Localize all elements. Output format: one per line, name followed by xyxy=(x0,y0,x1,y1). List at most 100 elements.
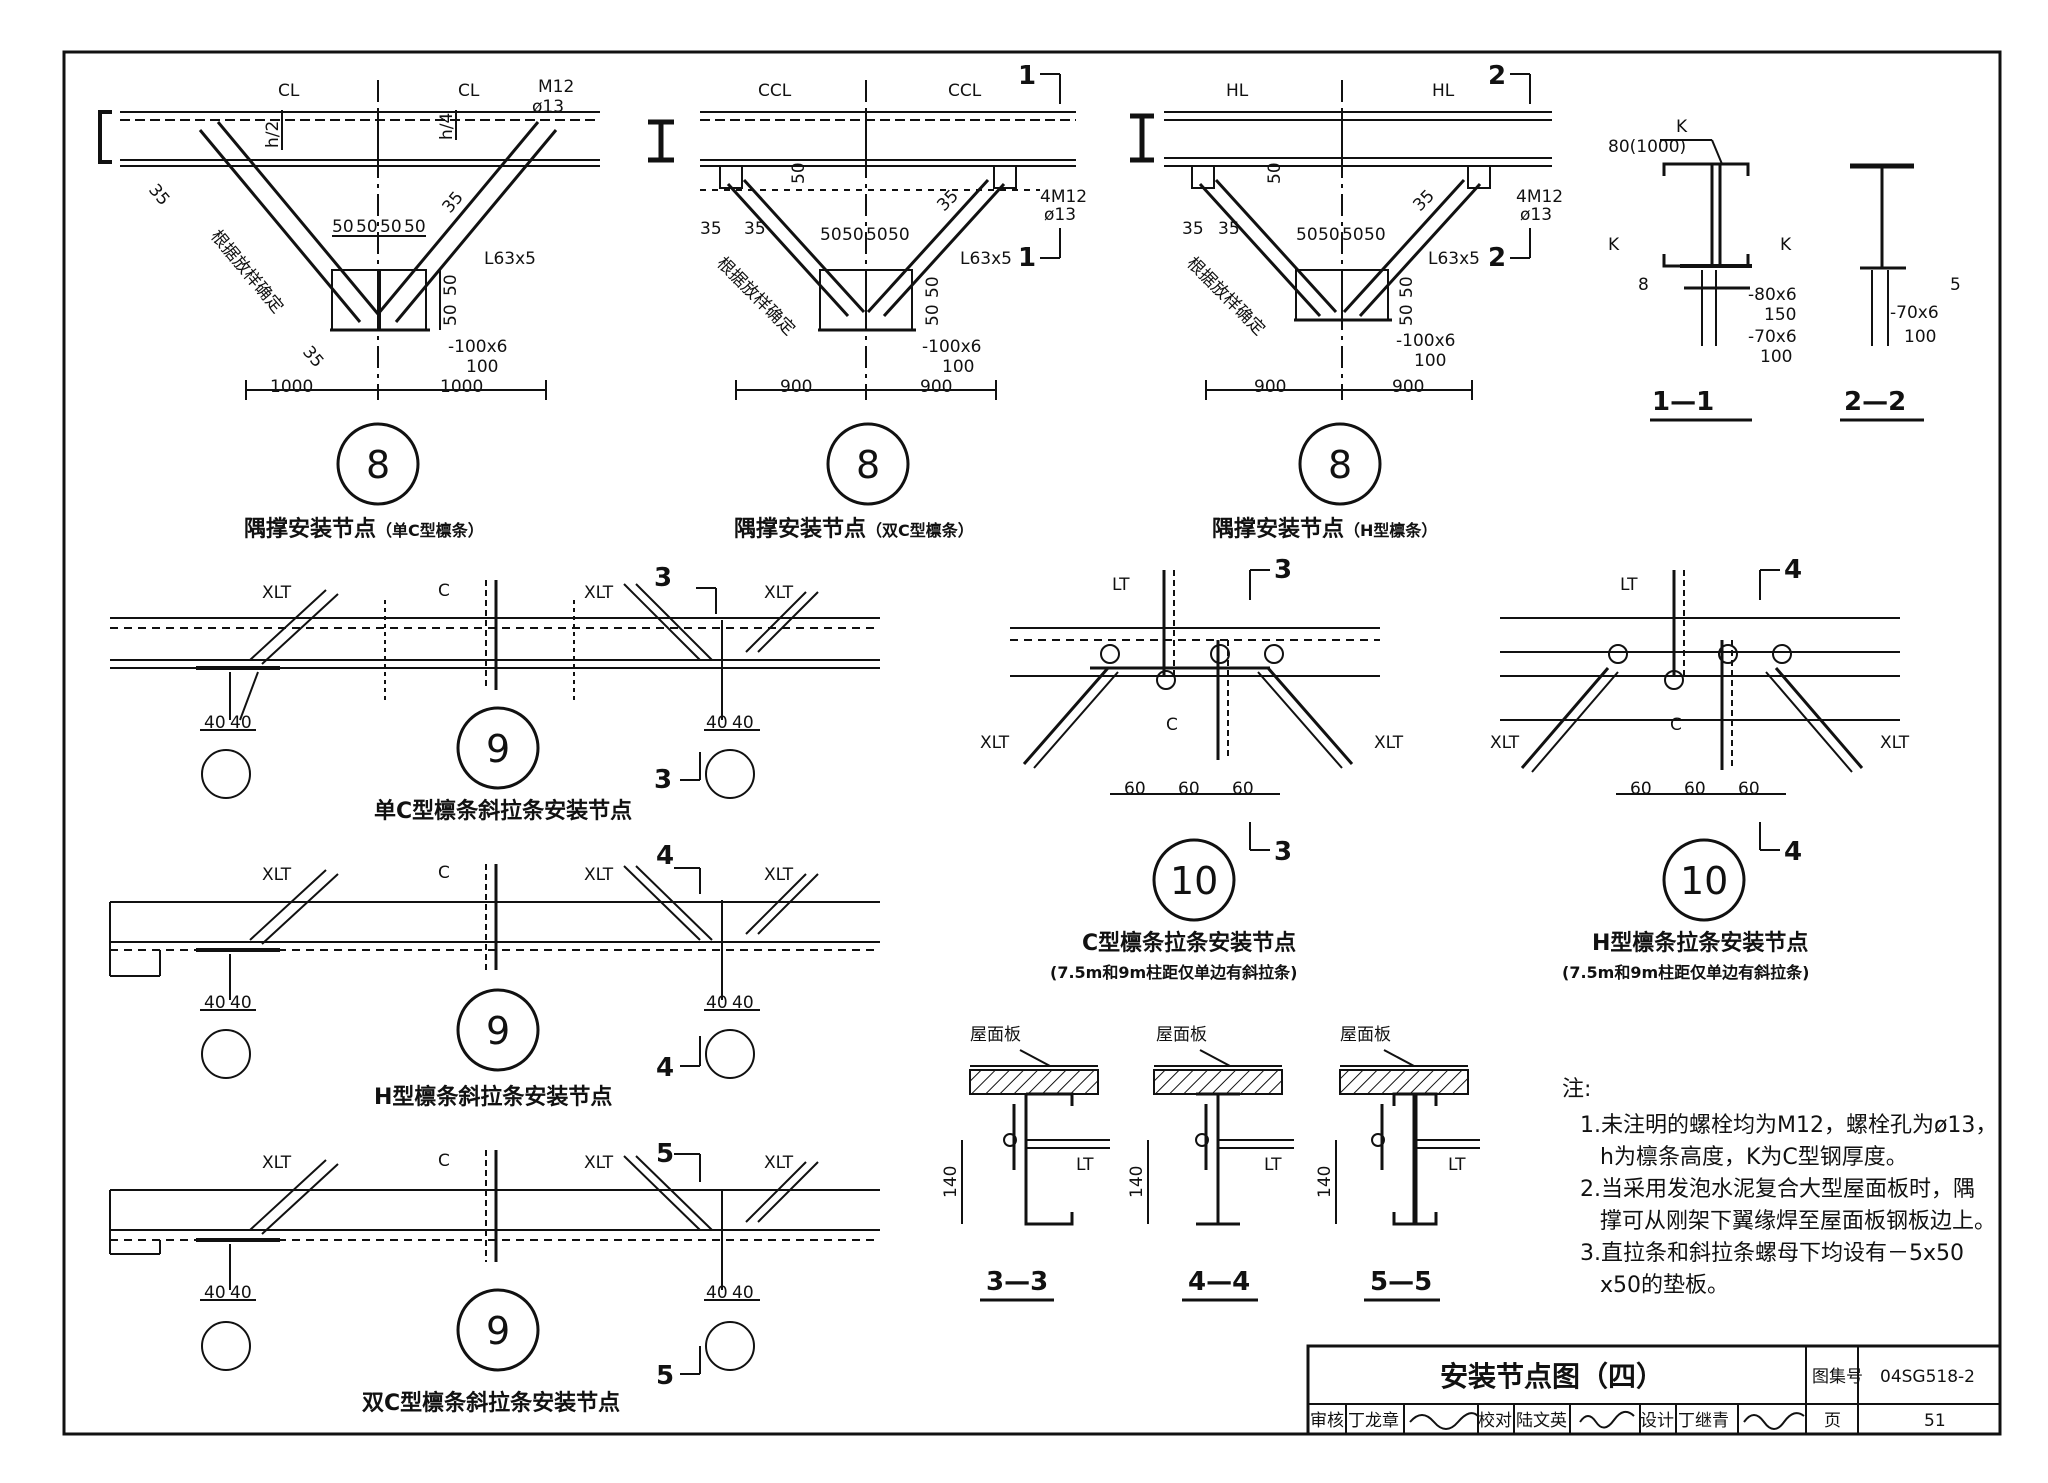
d8a-plate: -100x6 xyxy=(448,337,507,357)
d8c-spacing-1: 50 xyxy=(1296,225,1318,245)
section-5-5 xyxy=(1335,1049,1480,1226)
notes-line-6: x50的垫板。 xyxy=(1600,1273,1729,1298)
s11-plate1-len: 150 xyxy=(1764,305,1796,325)
d8b-spacing-4: 50 xyxy=(888,225,910,245)
d9a-xlt-1: XLT xyxy=(262,583,292,603)
d9b-xlt-2: XLT xyxy=(584,865,614,885)
tb-check-label: 校对 xyxy=(1478,1411,1512,1431)
d8a-note: 根据放样确定 xyxy=(206,226,287,317)
section-3-3 xyxy=(961,1049,1110,1226)
d10a-cut-top: 3 xyxy=(1274,555,1292,585)
d9a-cut-top: 3 xyxy=(654,563,672,593)
d8c-number: 8 xyxy=(1328,443,1352,487)
d8b-spacing-3: 50 xyxy=(866,225,888,245)
d10a-cut-bottom: 3 xyxy=(1274,837,1292,867)
d10a-spacing-3: 60 xyxy=(1232,779,1254,799)
d10a-spacing-2: 60 xyxy=(1178,779,1200,799)
notes-line-2: h为檩条高度，K为C型钢厚度。 xyxy=(1600,1145,1908,1170)
detail-10-h xyxy=(1500,569,1900,851)
d10a-sub: (7.5m和9m柱距仅单边有斜拉条) xyxy=(1050,963,1297,982)
d8c-cut-bottom: 2 xyxy=(1488,243,1506,273)
d8c-purlin-left: HL xyxy=(1226,81,1249,101)
d9c-d2-right: 40 xyxy=(732,1283,754,1303)
tb-title: 安装节点图（四） xyxy=(1440,1360,1664,1393)
tb-page-no: 51 xyxy=(1924,1411,1946,1431)
tb-signature-designer xyxy=(1743,1412,1805,1430)
d9a-xlt-2: XLT xyxy=(584,583,614,603)
d9c-d2: 40 xyxy=(230,1283,252,1303)
d9c-d1: 40 xyxy=(204,1283,226,1303)
s11-k-left: K xyxy=(1608,235,1620,255)
d8b-gap-mid: 35 xyxy=(744,219,766,239)
s11-weld: 8 xyxy=(1638,275,1649,295)
d9b-d1-right: 40 xyxy=(706,993,728,1013)
tb-design-label: 设计 xyxy=(1640,1411,1674,1431)
s55-roof: 屋面板 xyxy=(1340,1025,1391,1045)
d8c-spacing-3: 50 xyxy=(1342,225,1364,245)
notes-line-4: 撑可从刚架下翼缘焊至屋面板钢板边上。 xyxy=(1600,1209,1996,1234)
d8c-note: 根据放样确定 xyxy=(1182,253,1268,339)
d8b-number: 8 xyxy=(856,443,880,487)
d8a-gap-bottom: 35 xyxy=(298,342,327,371)
d10b-xlt-right: XLT xyxy=(1880,733,1910,753)
d9a-number-circle xyxy=(456,706,540,790)
detail-9-row-1 xyxy=(110,580,880,799)
d9c-caption: 双C型檩条斜拉条安装节点 xyxy=(362,1390,620,1416)
d8a-h4: h/4 xyxy=(437,113,457,140)
d8b-purlin-right: CCL xyxy=(948,81,982,101)
d8b-angle: L63x5 xyxy=(960,249,1012,269)
d9a-d2-right: 40 xyxy=(732,713,754,733)
d8b-plate-len: 100 xyxy=(942,357,974,377)
s44-lt: LT xyxy=(1264,1155,1282,1175)
d9b-number-circle xyxy=(456,988,540,1072)
section-4-4 xyxy=(1147,1049,1294,1226)
d10b-c: C xyxy=(1670,715,1682,735)
notes-line-3: 2.当采用发泡水泥复合大型屋面板时，隅 xyxy=(1580,1177,1975,1202)
d10b-number-circle xyxy=(1662,838,1746,922)
d9c-cut-top: 5 xyxy=(656,1139,674,1169)
d8b-purlin-left: CCL xyxy=(758,81,792,101)
d9a-d1: 40 xyxy=(204,713,226,733)
d9b-xlt-3: XLT xyxy=(764,865,794,885)
d8c-plate-len: 100 xyxy=(1414,351,1446,371)
d8c-dim-left: 900 xyxy=(1254,377,1286,397)
d8a-hole: ø13 xyxy=(532,97,564,117)
d9a-d1-right: 40 xyxy=(706,713,728,733)
d8c-hole: ø13 xyxy=(1520,205,1552,225)
d8a-plate-len: 100 xyxy=(466,357,498,377)
s22-weld: 5 xyxy=(1950,275,1961,295)
s55-lt: LT xyxy=(1448,1155,1466,1175)
d8b-hole: ø13 xyxy=(1044,205,1076,225)
d10b-lt: LT xyxy=(1620,575,1638,595)
d9b-cut-top: 4 xyxy=(656,841,674,871)
s11-label: 1—1 xyxy=(1652,387,1714,417)
d9c-number: 9 xyxy=(486,1309,510,1353)
d9a-c: C xyxy=(438,581,450,601)
d8b-dim-left: 900 xyxy=(780,377,812,397)
d8b-cut-top: 1 xyxy=(1018,61,1036,91)
d8a-caption: 隅撑安装节点（单C型檩条） xyxy=(244,516,484,542)
drawing-border xyxy=(62,50,2002,1436)
d10b-spacing-3: 60 xyxy=(1738,779,1760,799)
detail-8-double-c xyxy=(648,73,1076,400)
s11-k-len: 80(1000) xyxy=(1608,137,1686,157)
notes-line-5: 3.直拉条和斜拉条螺母下均设有－5x50 xyxy=(1580,1241,1964,1266)
d9b-d2-right: 40 xyxy=(732,993,754,1013)
d8a-vspacing-1: 50 xyxy=(441,274,461,296)
detail-8-single-c xyxy=(98,80,600,400)
s11-k-right: K xyxy=(1780,235,1792,255)
tb-designer: 丁继青 xyxy=(1678,1411,1729,1431)
d10a-number-circle xyxy=(1152,838,1236,922)
d8a-number: 8 xyxy=(366,443,390,487)
tb-review-label: 审核 xyxy=(1310,1411,1344,1431)
d8a-bolt: M12 xyxy=(538,77,574,97)
d8b-v50: 50 xyxy=(789,162,809,184)
d9b-xlt-1: XLT xyxy=(262,865,292,885)
tb-checker: 陆文英 xyxy=(1516,1411,1567,1431)
detail-9-row-2 xyxy=(109,864,880,1079)
d10b-xlt-left: XLT xyxy=(1490,733,1520,753)
d8a-spacing-2: 50 xyxy=(356,217,378,237)
s44-label: 4—4 xyxy=(1188,1267,1250,1297)
s33-roof: 屋面板 xyxy=(970,1025,1021,1045)
